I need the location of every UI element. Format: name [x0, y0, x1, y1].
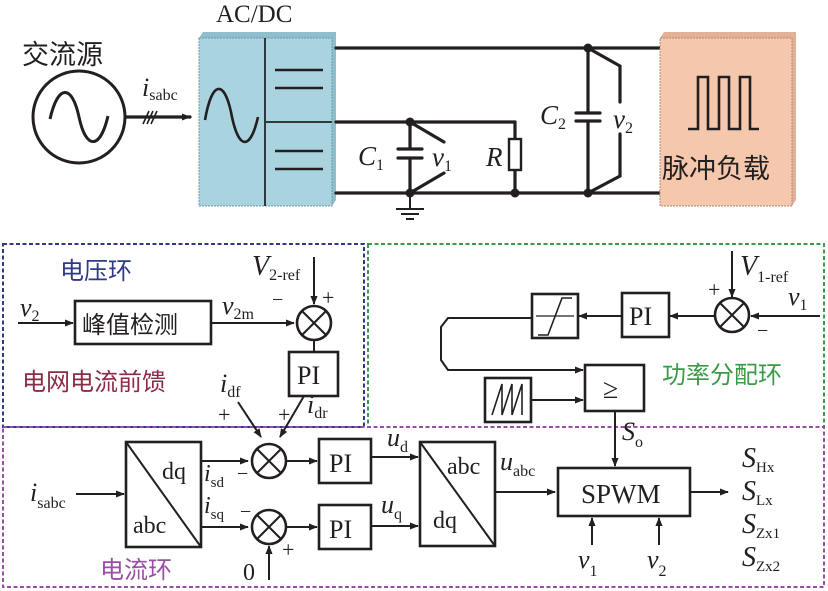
invpark-abc-label: abc: [447, 454, 480, 480]
power-loop-title: 功率分配环: [662, 361, 782, 389]
v1-label: v1: [432, 142, 452, 175]
minus-sign: −: [757, 320, 768, 342]
capacitor-c2: [574, 43, 602, 198]
switch-signal: SLx: [742, 476, 773, 509]
pulse-waveform-icon: [688, 75, 759, 131]
switch-signal: SZx1: [742, 509, 780, 542]
uabc-label: uabc: [500, 447, 535, 480]
switch-signal: SHx: [742, 443, 775, 476]
ground-icon: [396, 193, 424, 220]
ac-source-label: 交流源: [22, 40, 103, 71]
r-label: R: [485, 142, 503, 172]
plus-sign: +: [708, 277, 720, 302]
plus-sign: +: [278, 402, 290, 427]
v2m-label: v2m: [222, 291, 255, 323]
d-pi-block: [317, 437, 373, 485]
pl-v1-label: v1: [788, 282, 808, 314]
minus-sign: −: [237, 463, 248, 485]
c2-label: C2: [540, 100, 566, 133]
comparator-label: ≥: [603, 374, 618, 405]
voltage-pi-label: PI: [297, 361, 320, 390]
spwm-v1-label: v1: [578, 545, 598, 580]
zero-label: 0: [243, 560, 255, 586]
power-sum-junction: [713, 296, 751, 334]
current-loop-border: [2, 426, 825, 588]
v1-measurement-bracket: [408, 120, 446, 195]
minus-sign: −: [240, 501, 251, 523]
limiter-block: [530, 292, 580, 340]
resistor-r: [507, 137, 523, 198]
power-pi-label: PI: [629, 302, 652, 331]
sawtooth-icon: [491, 383, 523, 416]
switch-signals: SHx SLx SZx1 SZx2: [742, 443, 780, 575]
saturation-icon: [538, 297, 572, 336]
peak-detect-label: 峰值检测: [82, 311, 178, 339]
peak-detect-block: [73, 299, 213, 346]
power-loop: V1-ref + v1 − PI ≥ 功率分配环 So: [440, 251, 820, 467]
ac-source-icon: [31, 69, 127, 165]
spwm-block: [556, 466, 692, 518]
plus-sign: +: [322, 285, 334, 310]
voltage-sum-junction: [295, 304, 333, 342]
power-circuit: 交流源 isabc AC/DC: [22, 1, 796, 220]
park-dq-label: dq: [162, 459, 186, 485]
park-transform-block: [124, 440, 203, 549]
pulse-load: [659, 32, 796, 207]
sine-wave-icon: [203, 87, 260, 144]
capacitor-c1: [396, 117, 424, 198]
v2-measurement-bracket: [586, 46, 622, 195]
uq-label: uq: [381, 490, 402, 523]
v2-ref-label: V2-ref: [252, 251, 301, 284]
plus-sign: +: [282, 537, 294, 562]
sawtooth-carrier-block: [483, 376, 533, 424]
d-sum-junction: [250, 442, 288, 480]
so-label: So: [622, 417, 643, 451]
q-sum-junction: [250, 508, 288, 546]
idr-label: idr: [307, 390, 328, 422]
d-pi-label: PI: [329, 449, 352, 478]
vl-input-label: v2: [20, 293, 40, 325]
acdc-converter: [198, 32, 336, 207]
feedforward-label: 电网电流前馈: [22, 368, 166, 396]
three-phase-ticks-icon: [142, 110, 158, 125]
current-loop-title: 电流环: [100, 556, 172, 584]
line-current-label: isabc: [142, 73, 178, 104]
ud-label: ud: [387, 423, 408, 456]
v1-ref-label: V1-ref: [740, 251, 789, 286]
v2-label: v2: [613, 104, 633, 137]
voltage-loop: 电压环 v2 峰值检测 v2m − V2-ref + PI 电网电流前馈 idf…: [18, 251, 340, 438]
spwm-v2-label: v2: [647, 545, 667, 580]
voltage-pi-block: [287, 350, 340, 398]
idf-label: idf: [220, 369, 241, 401]
voltage-loop-border: [2, 243, 365, 428]
isd-label: isd: [204, 461, 225, 491]
isq-label: isq: [204, 493, 225, 523]
load-label: 脉冲负载: [662, 154, 770, 185]
minus-sign: −: [272, 289, 283, 311]
invpark-dq-label: dq: [433, 508, 457, 534]
switch-signal: SZx2: [742, 542, 780, 575]
converter-label: AC/DC: [216, 1, 292, 28]
voltage-loop-title: 电压环: [60, 257, 132, 285]
q-pi-label: PI: [329, 515, 352, 544]
spwm-label: SPWM: [581, 479, 661, 509]
current-loop: isabc dq abc isd isq − − 0 + PI: [30, 423, 780, 586]
inverse-park-block: [418, 440, 497, 548]
park-abc-label: abc: [133, 513, 166, 539]
cl-isabc-label: isabc: [30, 478, 66, 512]
c1-label: C1: [358, 141, 384, 174]
plus-sign: +: [218, 402, 230, 427]
